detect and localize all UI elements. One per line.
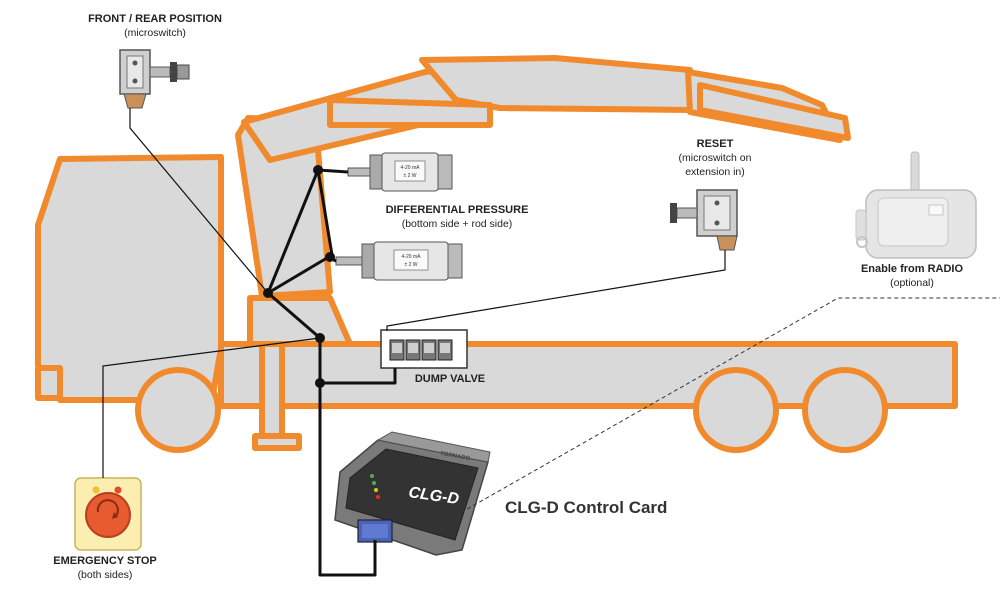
card-logo-text: CLG-D xyxy=(407,484,460,508)
label-radio-title: Enable from RADIO xyxy=(860,263,964,275)
truck-bumper xyxy=(35,365,63,401)
label-dump-valve-title: DUMP VALVE xyxy=(414,373,486,385)
label-differential-title: DIFFERENTIAL PRESSURE xyxy=(385,204,529,216)
truck-cab xyxy=(35,154,224,403)
front-rear-microswitch xyxy=(119,49,190,109)
label-emergency-title: EMERGENCY STOP xyxy=(53,555,157,567)
sensor-bottom-text-1: 4-20 mA xyxy=(402,254,422,260)
label-front-rear: FRONT / REAR POSITION (microswitch) xyxy=(60,12,250,40)
sensor-top-text-2: ± 2 W xyxy=(403,173,416,179)
label-differential-sub: (bottom side + rod side) xyxy=(401,218,513,230)
label-emergency-sub: (both sides) xyxy=(77,569,133,581)
label-front-rear-title: FRONT / REAR POSITION xyxy=(88,13,222,25)
sensor-bottom-text-2: ± 2 W xyxy=(404,262,417,268)
label-radio-sub: (optional) xyxy=(890,277,934,289)
pressure-sensor-bottom: 4-20 mA ± 2 W xyxy=(335,241,463,281)
truck xyxy=(35,55,958,453)
emergency-stop-button xyxy=(74,477,142,551)
label-differential-pressure: DIFFERENTIAL PRESSURE (bottom side + rod… xyxy=(352,203,562,231)
rear-wheel-1 xyxy=(693,367,779,453)
wire-front-rear xyxy=(129,108,269,294)
crane-boom-tip xyxy=(697,82,851,141)
label-dump-valve: DUMP VALVE xyxy=(400,372,500,386)
crane-foot xyxy=(252,433,302,451)
dump-valve xyxy=(380,329,468,369)
crane-link xyxy=(327,97,493,128)
label-control-card: CLG-D Control Card xyxy=(505,498,668,517)
radio-remote xyxy=(855,151,977,259)
label-emergency-stop: EMERGENCY STOP (both sides) xyxy=(30,554,180,582)
wire-reset xyxy=(386,250,726,331)
sensor-top-text-1: 4-20 mA xyxy=(401,165,421,171)
label-reset-sub2: extension in) xyxy=(685,166,745,178)
wiring xyxy=(102,108,726,478)
reset-microswitch xyxy=(670,189,738,251)
label-front-rear-sub: (microswitch) xyxy=(124,27,186,39)
clg-d-control-card: CLG-D TORNADO xyxy=(334,431,491,556)
card-brand-text: TORNADO xyxy=(440,451,471,462)
label-reset-title: RESET xyxy=(696,138,734,150)
pressure-sensor-top: 4-20 mA ± 2 W xyxy=(347,152,453,192)
label-reset: RESET (microswitch on extension in) xyxy=(650,137,780,179)
rear-wheel-2 xyxy=(802,367,888,453)
wire-emergency xyxy=(102,337,321,478)
front-wheel xyxy=(135,367,221,453)
crane-column xyxy=(259,341,285,441)
label-reset-sub1: (microswitch on xyxy=(678,152,752,164)
label-radio: Enable from RADIO (optional) xyxy=(842,262,982,290)
harness-nodes xyxy=(263,165,335,388)
radio-link-dashed xyxy=(454,297,1000,517)
